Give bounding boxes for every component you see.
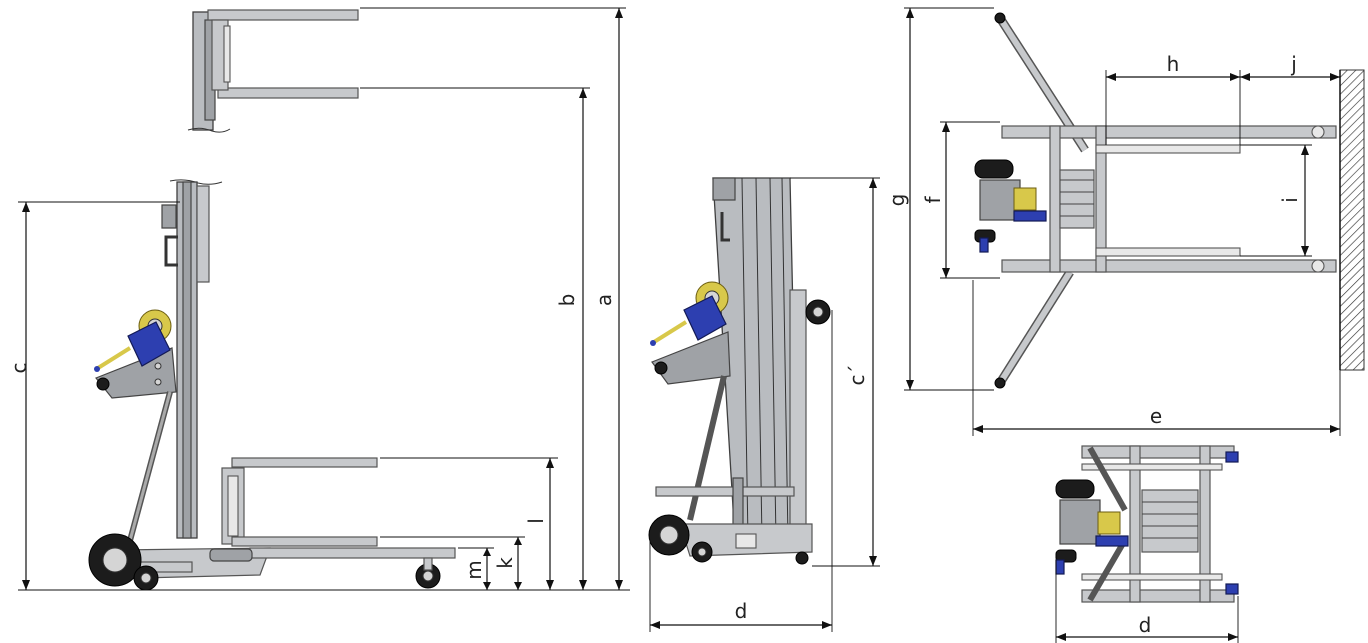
dimension-label-d-bottom: d <box>1139 613 1152 637</box>
side-view-collapsed: c´ d <box>648 177 880 632</box>
side-view-raised: c a b l k m <box>7 7 630 591</box>
top-view-collapsed: d <box>1055 445 1239 643</box>
dimension-label-h: h <box>1167 52 1180 76</box>
dimension-label-c: c <box>7 363 31 374</box>
dimension-label-a: a <box>592 294 616 306</box>
dimension-label-b: b <box>555 294 579 307</box>
dimension-label-c-prime: c´ <box>845 365 869 386</box>
dimension-label-f: f <box>921 196 945 204</box>
dimension-label-i: i <box>1278 197 1302 203</box>
dimension-label-g: g <box>885 194 909 207</box>
dimension-label-m: m <box>462 560 486 579</box>
top-view-open: g f i h j e <box>885 7 1365 436</box>
dimension-label-e: e <box>1150 404 1162 428</box>
dimension-label-j: j <box>1290 52 1297 76</box>
dimension-label-k: k <box>493 557 517 569</box>
dimension-label-d-side: d <box>735 599 748 623</box>
dimension-label-l: l <box>524 518 548 524</box>
